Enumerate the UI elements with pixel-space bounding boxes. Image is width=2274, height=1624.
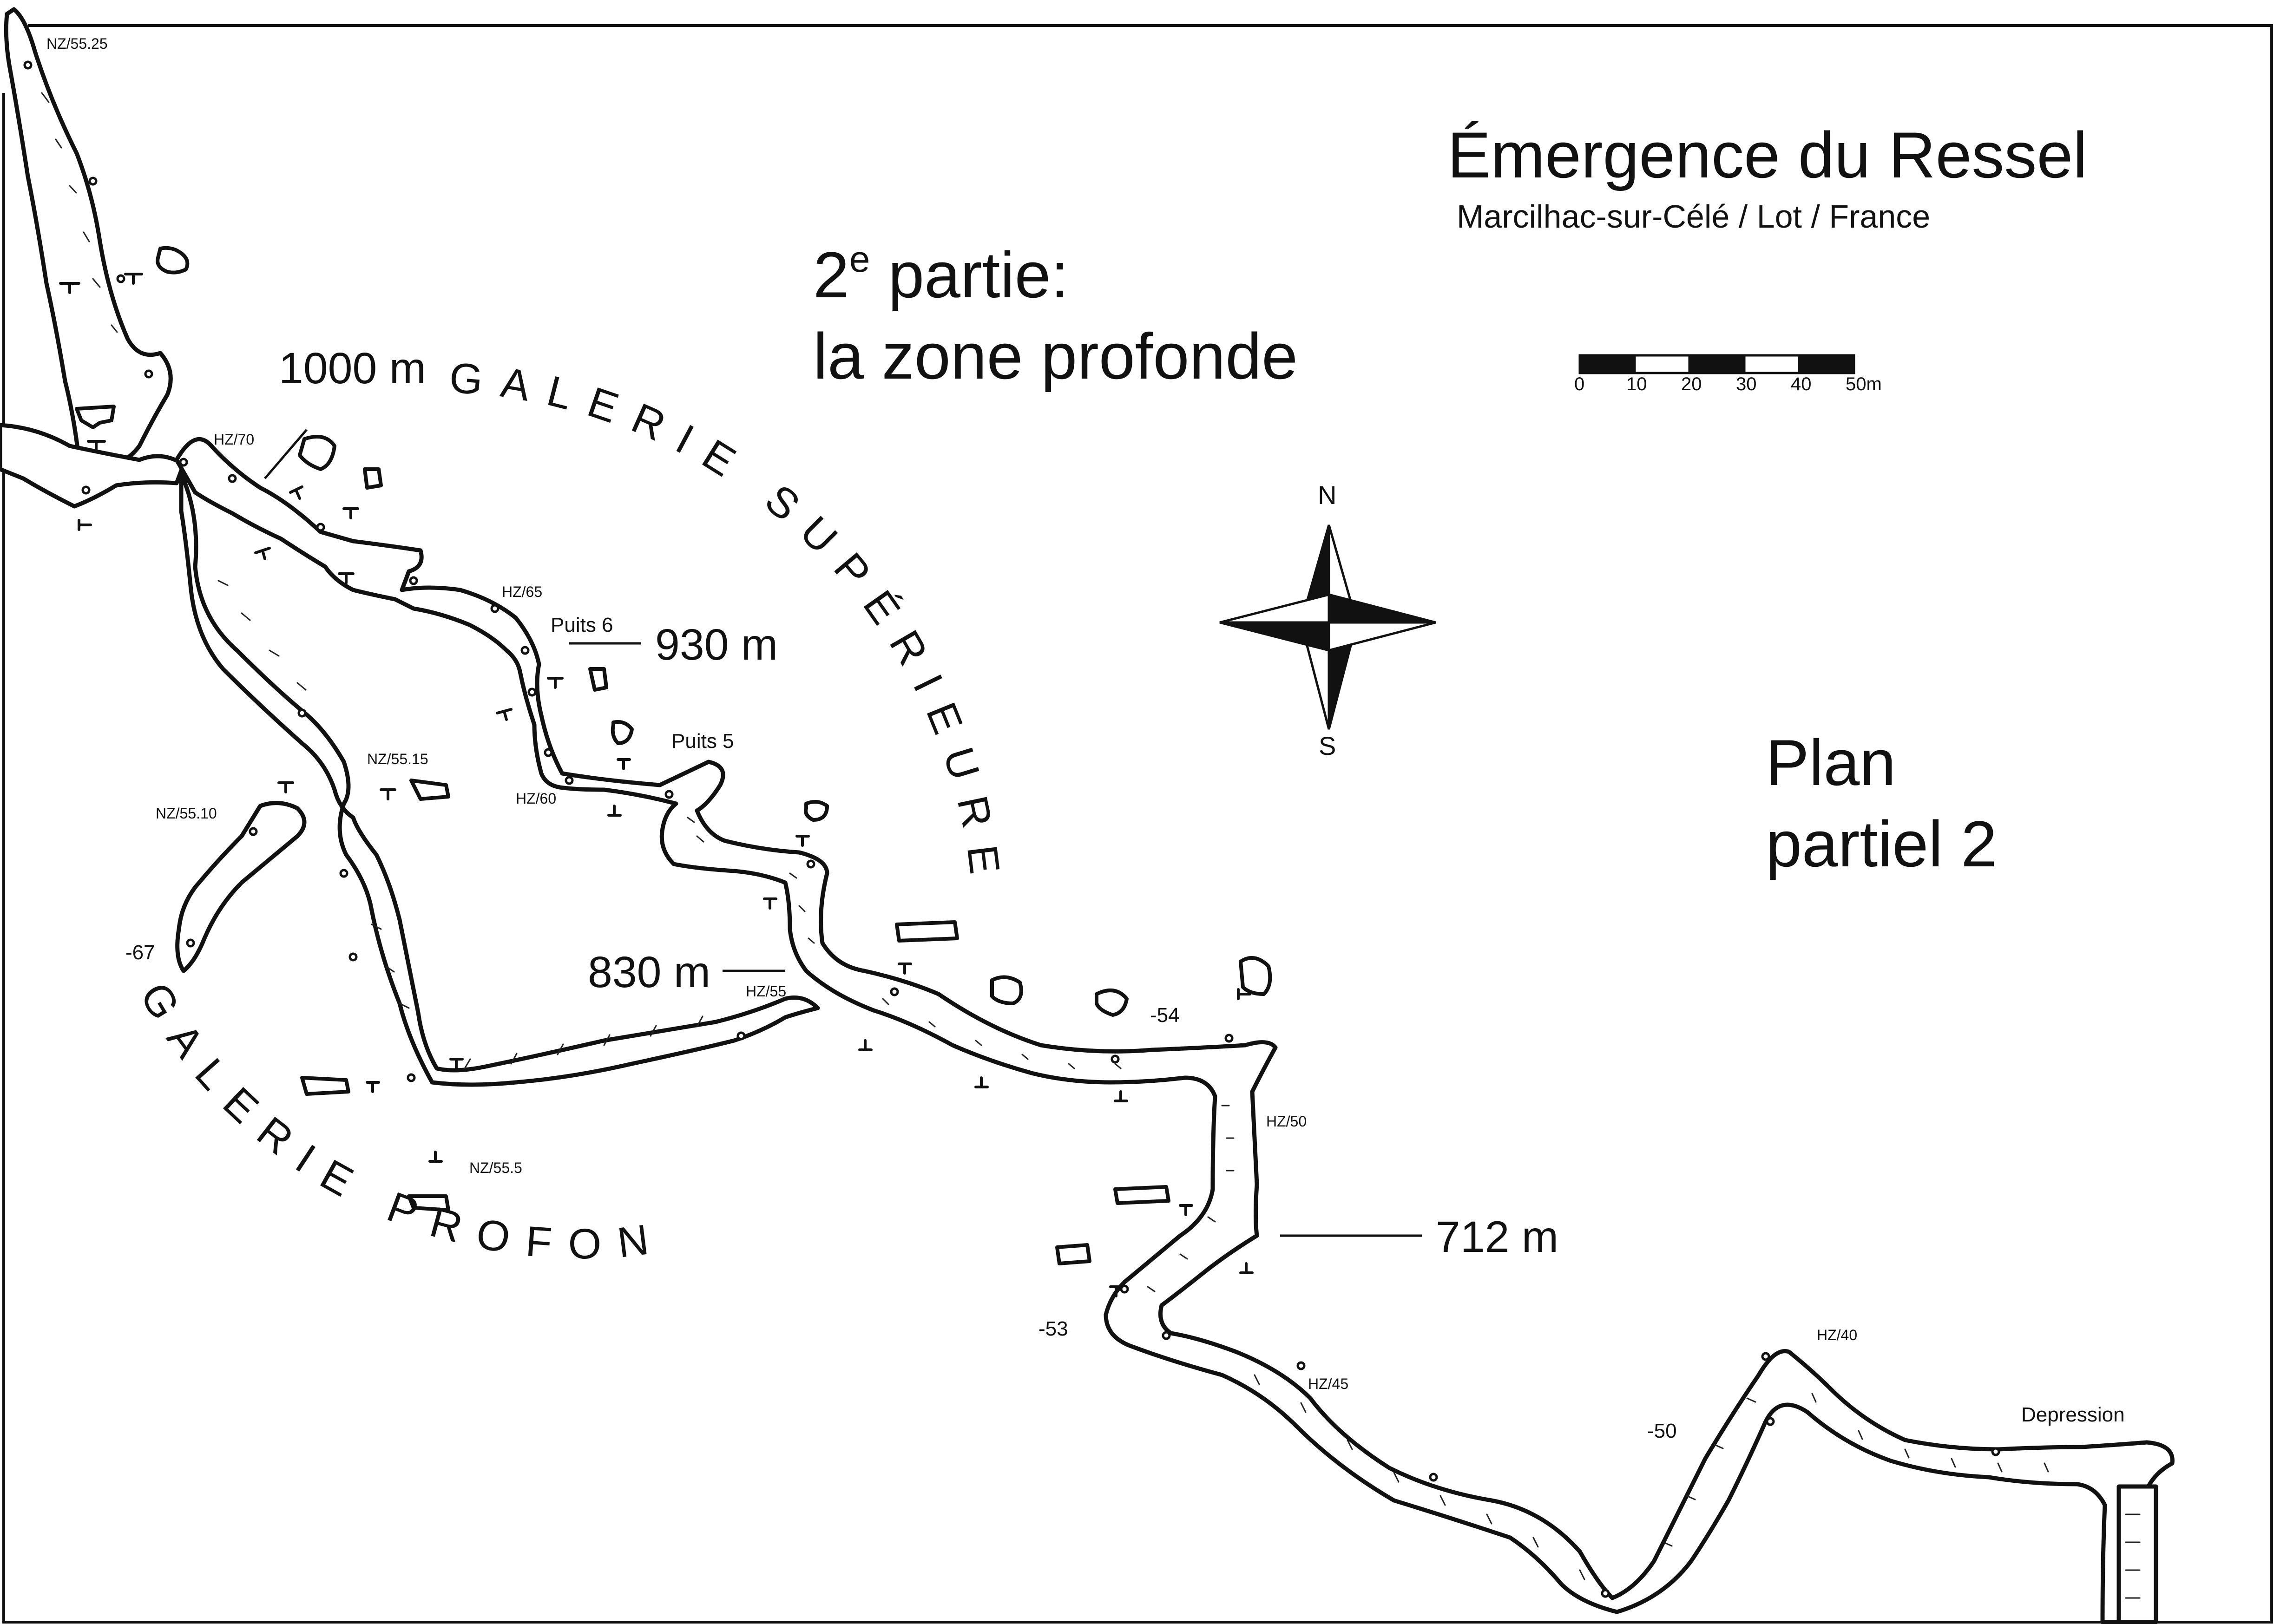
- passage-galerie-superieure: [174, 437, 2175, 1624]
- height-markers: [59, 273, 1254, 1297]
- scale-label: 50m: [1846, 374, 1882, 394]
- station-label: HZ/70: [214, 431, 254, 448]
- station-label: HZ/60: [516, 790, 556, 807]
- passage-south-extension: [2116, 1484, 2158, 1624]
- distance-label: 930 m: [655, 620, 778, 669]
- compass-rose: N S: [1219, 480, 1436, 760]
- feature-label-puits6: Puits 6: [551, 614, 613, 636]
- scale-bar: 0 10 20 30 40 50m: [1574, 354, 1882, 394]
- scale-label: 0: [1574, 374, 1584, 394]
- distance-label: 830 m: [588, 948, 710, 997]
- distance-label: 1000 m: [279, 344, 426, 393]
- station-label: NZ/55.25: [46, 35, 108, 52]
- station-label: NZ/55.10: [156, 805, 217, 822]
- distance-label: 712 m: [1436, 1212, 1558, 1262]
- passage-galerie-profonde: [179, 471, 820, 1087]
- plan-label-line2: partiel 2: [1766, 807, 1997, 880]
- cross-sections: [75, 246, 1272, 1265]
- distance-leaders: [264, 429, 1422, 1237]
- subtitle-superscript: e: [849, 238, 870, 280]
- scale-label: 30: [1736, 374, 1757, 394]
- station-label: NZ/55.5: [469, 1159, 522, 1176]
- map-location: Marcilhac-sur-Célé / Lot / France: [1457, 198, 1930, 235]
- map-subtitle-line1: 2e partie:: [813, 238, 1069, 311]
- scale-label: 10: [1626, 374, 1647, 394]
- compass-north: N: [1318, 480, 1336, 510]
- passage-north: [4, 7, 173, 468]
- station-label: HZ/65: [502, 583, 542, 600]
- station-label: HZ/55: [746, 983, 786, 1000]
- station-label: NZ/55.15: [367, 751, 428, 767]
- map-frame: [2, 24, 2273, 1624]
- station-label: HZ/45: [1308, 1375, 1348, 1392]
- plan-label-line1: Plan: [1766, 726, 1896, 799]
- passage-side-nz5510: [175, 801, 307, 973]
- depth-label: -67: [125, 941, 155, 964]
- scale-label: 40: [1791, 374, 1812, 394]
- survey-stations: [23, 60, 2000, 1598]
- feature-label-depression: Depression: [2021, 1403, 2125, 1426]
- feature-label-puits5: Puits 5: [671, 730, 734, 753]
- map-subtitle-line2: la zone profonde: [813, 320, 1298, 393]
- floor-symbols: [41, 92, 2141, 1599]
- map-title: Émergence du Ressel: [1447, 118, 2087, 191]
- scale-label: 20: [1681, 374, 1702, 394]
- station-label: HZ/40: [1817, 1327, 1857, 1343]
- depth-label: -50: [1647, 1420, 1677, 1442]
- compass-south: S: [1319, 731, 1336, 760]
- depth-label: -54: [1150, 1004, 1180, 1027]
- depth-label: -53: [1038, 1317, 1068, 1340]
- station-label: HZ/50: [1266, 1113, 1307, 1130]
